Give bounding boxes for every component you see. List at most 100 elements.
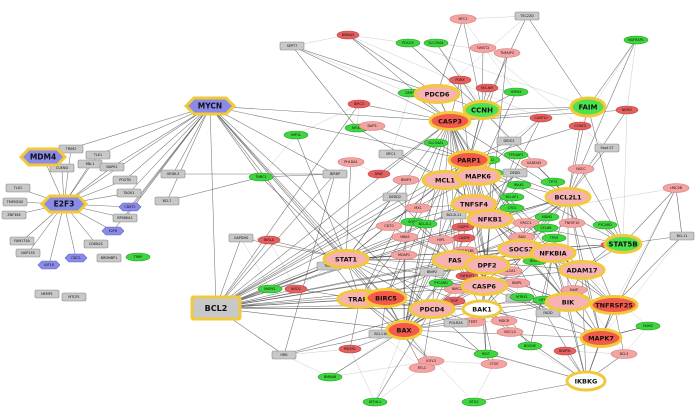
edge-faim2-bcl3 (623, 325, 649, 355)
edge-bik-ikbkg (567, 301, 587, 382)
node-bcl11: BCL11 (669, 231, 695, 241)
node-shape (449, 14, 477, 24)
node-fas-nfi: FAS-NFI (475, 83, 499, 93)
node-mtcp1: MTCP1 (61, 292, 87, 302)
node-shape (662, 183, 690, 193)
node-shape (565, 370, 607, 392)
node-stat5b: STAT5B (603, 234, 643, 254)
node-bmnab: BMNAB (317, 372, 343, 382)
node-cd70: CD70 (375, 221, 403, 231)
node-bax: BAX (385, 320, 423, 340)
node-atf4l1: ATF4L1 (362, 397, 388, 407)
node-pycard2: PYCARD (428, 278, 454, 288)
node-shape (512, 218, 540, 228)
node-shape (412, 219, 438, 229)
edge-pdcd6-nfc1 (436, 18, 464, 95)
node-shape (529, 243, 577, 263)
node-bnipl: BNIPL (503, 278, 531, 288)
node-shape (589, 295, 639, 315)
node-bak1: BAK1 (461, 299, 503, 319)
node-cdkn2c: CDKN2C (83, 239, 109, 249)
node-shape (517, 341, 543, 351)
edge-unc5b-tnfrsf25 (613, 187, 677, 306)
node-pdcd6: PDCD6 (413, 84, 461, 104)
node-shape (623, 35, 649, 45)
node-parp1: PARP1 (447, 150, 491, 170)
node-shape (540, 177, 566, 187)
edge-mfc1-dmfs (390, 92, 411, 155)
node-shape (502, 168, 528, 178)
edge-btg2-ctgf (473, 363, 495, 403)
node-dpf2: DPF2 (463, 255, 511, 275)
node-nras: NRAS (391, 232, 419, 242)
edge-mycn-bcl7 (166, 105, 211, 202)
node-shape (558, 218, 586, 228)
edge-birbas-pdcd6 (347, 34, 438, 95)
node-shape (118, 202, 142, 212)
edge-bcl2l1-tnfrsf25 (567, 196, 615, 306)
edge-mycn-gridl3 (172, 105, 211, 175)
edge-ngfrap1-nemo (626, 39, 637, 111)
node-trim2: TRIM2 (58, 144, 84, 154)
node-e2f6: E2F6 (101, 226, 125, 236)
node-shape (461, 397, 487, 407)
edge-parp1-ccne3 (468, 125, 581, 161)
edge-pdcd4-atf4l1 (374, 308, 433, 403)
node-shape (496, 136, 522, 146)
node-tp73: TP73 (540, 177, 566, 187)
node-shape (364, 288, 408, 308)
node-odc1: ODC1 (64, 253, 88, 263)
node-bik: BIK (544, 292, 592, 312)
edge-bcl2-casp3 (215, 120, 451, 309)
node-shape (18, 147, 68, 167)
node-shape (99, 162, 125, 172)
edge-atf4l1-rtlc (374, 367, 423, 403)
node-nup155: NUP155 (15, 248, 41, 258)
node-tsc22d: TSC22D (514, 11, 540, 21)
edge-mycn-stat1 (209, 105, 347, 260)
node-shape (569, 96, 607, 118)
node-shape (475, 83, 499, 93)
node-shape (473, 349, 499, 359)
edge-btg2-bax (403, 329, 475, 403)
node-shape (534, 212, 560, 222)
node-shape (390, 250, 418, 260)
node-mapk1: MAPK1 (257, 284, 283, 294)
edge-sept7-nfia1 (291, 45, 358, 129)
node-gadd45: GADD45 (520, 158, 548, 168)
node-tlx1: TLX1 (5, 183, 31, 193)
edge-pdcd5-faim (407, 42, 589, 108)
node-dedd: DEDD (502, 168, 528, 178)
node-fam175a: FAM175A (9, 236, 35, 246)
edge-nemo-stat5b (622, 109, 628, 245)
node-shape (506, 180, 532, 190)
node-shape (423, 138, 449, 148)
node-shape (541, 233, 567, 243)
node-shape (441, 210, 467, 220)
node-bcl7: BCL7 (154, 196, 180, 206)
edge-bcl2-bax (215, 307, 405, 331)
node-dap3: DAP3 (358, 121, 386, 131)
edge-fas-bax (403, 259, 456, 331)
node-kif18: KIF18 (37, 260, 61, 270)
node-shape (428, 111, 472, 131)
node-shape (336, 30, 360, 40)
edge-ccne3-bcl2l1 (567, 125, 581, 198)
edge-hrk-birbp (283, 173, 336, 356)
node-casp3: CASP3 (428, 111, 472, 131)
node-faim: FAIM (569, 96, 607, 118)
node-shape (408, 363, 436, 373)
node-shape (533, 223, 559, 233)
node-shape (15, 248, 41, 258)
node-bclaf1: BCLAF1 (499, 192, 525, 202)
node-ctgf: CTGF (480, 359, 508, 369)
edge-mycn-taok1 (128, 105, 211, 194)
edge-atf4l1-bax (374, 329, 405, 403)
node-shape (462, 100, 502, 120)
edge-casp10-nfkb1 (489, 117, 542, 220)
node-birc3: BIRC3 (347, 99, 371, 109)
edge-nemo-bcl2l1 (567, 109, 628, 198)
node-shape (509, 292, 535, 302)
node-shape (635, 321, 661, 331)
